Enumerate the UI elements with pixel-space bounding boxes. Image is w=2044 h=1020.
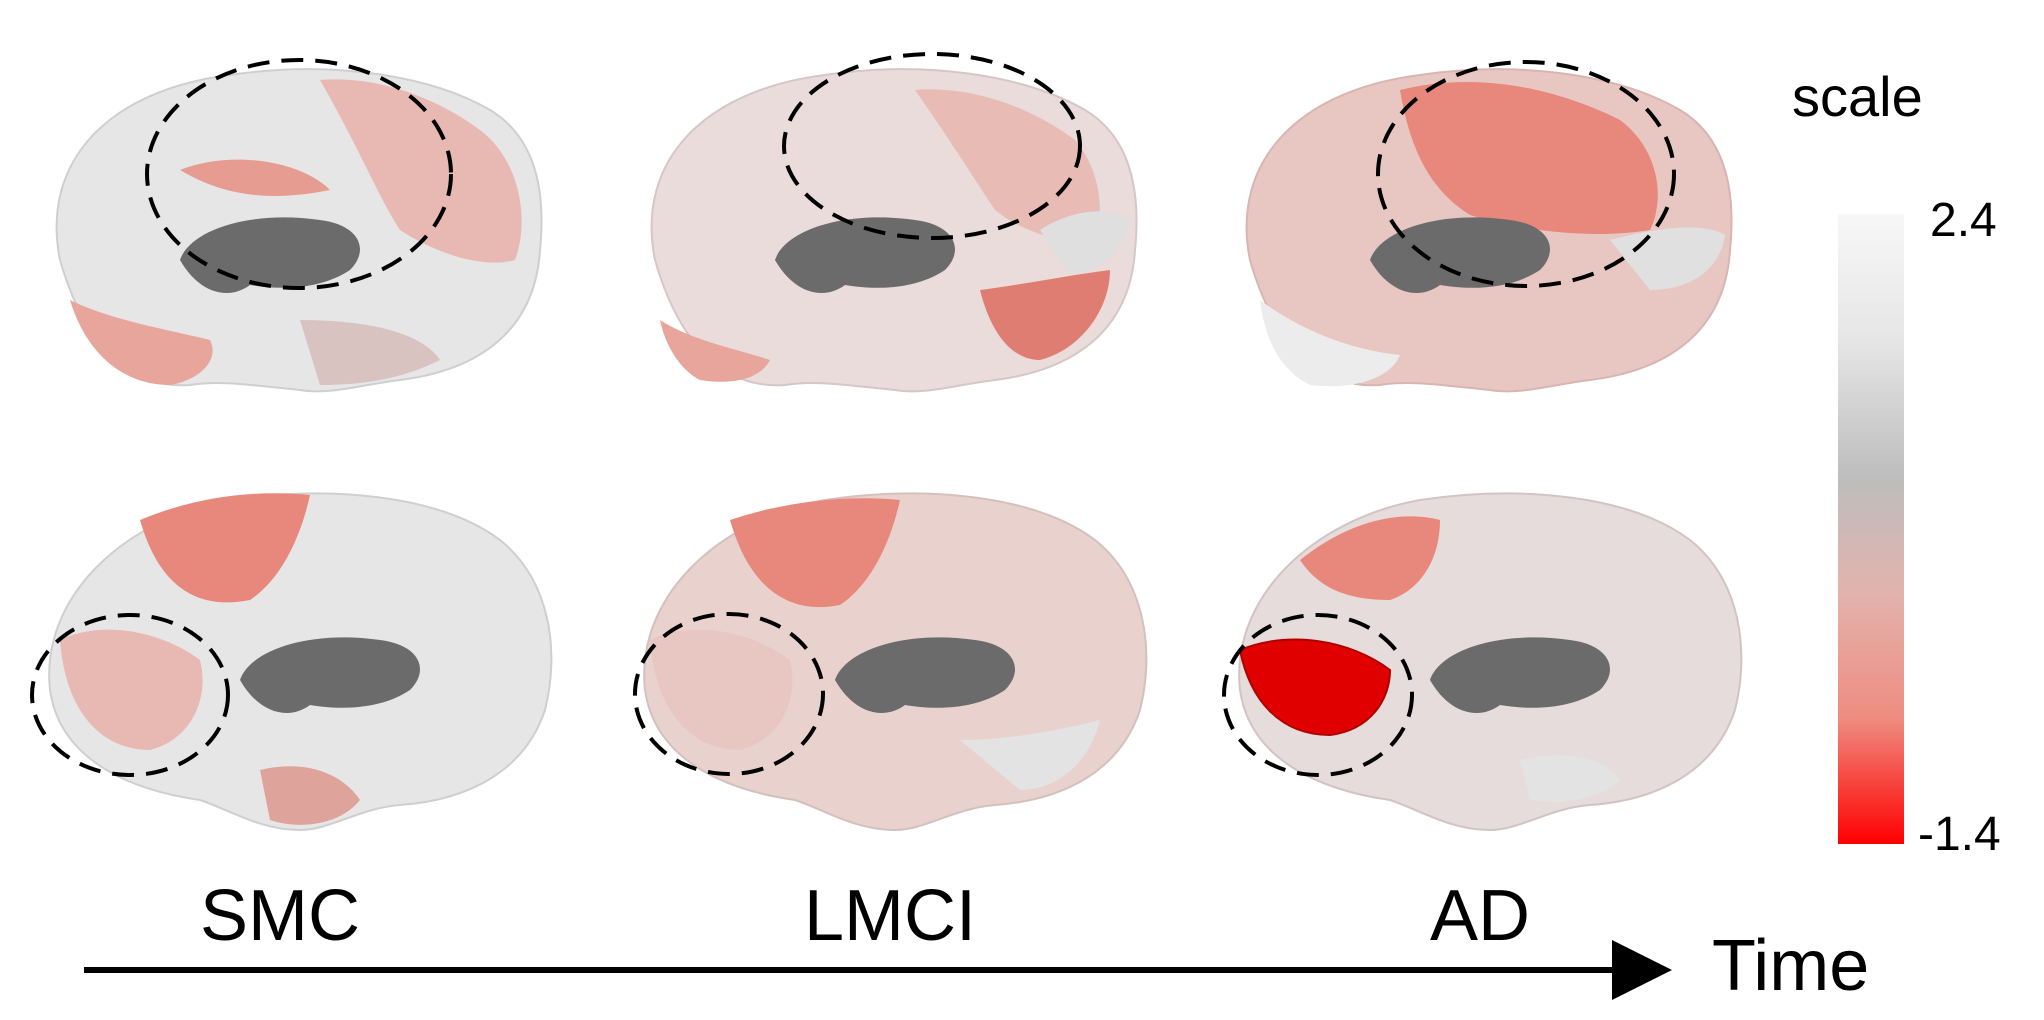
stage-label-ad: AD [1430,876,1530,956]
legend-max-label: 2.4 [1930,194,1997,247]
brain-lmci-medial [633,492,1148,832]
time-axis-label: Time [1712,926,1869,1006]
brain-smc-medial [30,492,553,832]
color-scale-bar [1838,214,1904,844]
brain-smc-lateral [55,58,543,393]
stage-label-smc: SMC [200,876,360,956]
stage-label-lmci: LMCI [804,876,976,956]
brain-lmci-lateral [650,52,1138,393]
brain-ad-medial [1222,492,1743,832]
legend-min-label: -1.4 [1918,808,2001,861]
brain-ad-lateral [1245,60,1733,393]
legend-title: scale [1792,65,1923,128]
